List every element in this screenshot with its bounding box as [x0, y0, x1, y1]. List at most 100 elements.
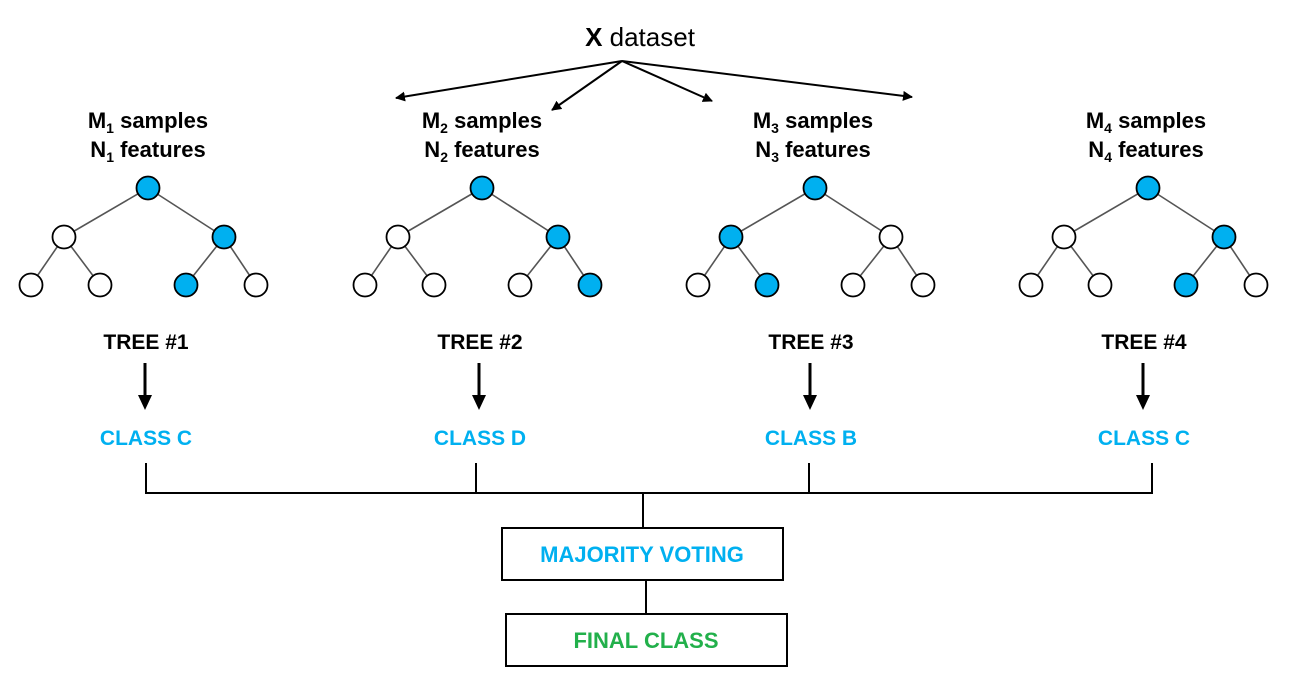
- tree-samples-label: M4 samples: [1086, 108, 1206, 136]
- tree-samples-label: M1 samples: [88, 108, 208, 136]
- features-word: features: [779, 137, 871, 162]
- tree-label: TREE #4: [1101, 331, 1187, 354]
- tree-class-prediction: CLASS B: [765, 427, 857, 450]
- tree-node-selected: [1211, 224, 1237, 250]
- dataset-arrow-1: [395, 60, 623, 102]
- tree-node: [840, 272, 866, 298]
- tree-edge: [730, 187, 816, 238]
- tree-node-selected: [1173, 272, 1199, 298]
- features-subscript: 2: [440, 149, 448, 165]
- tree-node-selected: [469, 175, 495, 201]
- samples-subscript: 1: [106, 120, 114, 136]
- tree-node: [685, 272, 711, 298]
- majority-voting-box: MAJORITY VOTING: [501, 527, 784, 581]
- features-word: features: [114, 137, 206, 162]
- samples-symbol: M: [422, 108, 440, 133]
- tree-node-selected: [1135, 175, 1161, 201]
- tree-features-label: N4 features: [1088, 137, 1203, 165]
- tree-node-selected: [718, 224, 744, 250]
- tree-features-label: N2 features: [424, 137, 539, 165]
- tree-node: [421, 272, 447, 298]
- down-arrow-icon: [138, 395, 152, 410]
- final-class-rect: [505, 613, 788, 667]
- dataset-arrows: [395, 60, 913, 111]
- samples-symbol: M: [1086, 108, 1104, 133]
- tree-node: [87, 272, 113, 298]
- features-symbol: N: [755, 137, 771, 162]
- tree-node: [507, 272, 533, 298]
- tree-node-selected: [135, 175, 161, 201]
- dataset-arrow-3: [621, 60, 713, 102]
- dataset-arrow-2: [551, 60, 623, 111]
- down-arrow-icon: [472, 395, 486, 410]
- tree-node: [1087, 272, 1113, 298]
- samples-word: samples: [779, 108, 873, 133]
- majority-voting-rect: [501, 527, 784, 581]
- samples-word: samples: [1112, 108, 1206, 133]
- tree-node-selected: [211, 224, 237, 250]
- tree-node: [910, 272, 936, 298]
- tree-node: [352, 272, 378, 298]
- tree-node-selected: [577, 272, 603, 298]
- tree-node: [385, 224, 411, 250]
- features-subscript: 1: [106, 149, 114, 165]
- final-class-label: FINAL CLASS: [573, 628, 718, 653]
- samples-symbol: M: [753, 108, 771, 133]
- tree-node: [18, 272, 44, 298]
- tree-edge: [814, 187, 892, 238]
- tree-features-label: N3 features: [755, 137, 870, 165]
- tree-node: [878, 224, 904, 250]
- tree-edge: [147, 187, 225, 238]
- tree-label: TREE #3: [768, 331, 853, 354]
- tree-node: [1243, 272, 1269, 298]
- features-subscript: 3: [771, 149, 779, 165]
- tree-node-selected: [173, 272, 199, 298]
- samples-subscript: 3: [771, 120, 779, 136]
- majority-voting-label: MAJORITY VOTING: [540, 542, 744, 567]
- vote-bracket: [145, 463, 1153, 528]
- tree-edge: [397, 187, 483, 238]
- tree-class-prediction: CLASS C: [1098, 427, 1190, 450]
- tree-edge: [481, 187, 559, 238]
- dataset-arrow-4: [621, 60, 913, 101]
- tree-class-prediction: CLASS C: [100, 427, 192, 450]
- tree-edge: [63, 187, 149, 238]
- features-symbol: N: [90, 137, 106, 162]
- tree-label: TREE #1: [103, 331, 189, 354]
- features-symbol: N: [1088, 137, 1104, 162]
- features-word: features: [1112, 137, 1204, 162]
- tree-samples-label: M2 samples: [422, 108, 542, 136]
- dataset-title-bold: X: [585, 22, 603, 52]
- tree-features-label: N1 features: [90, 137, 205, 165]
- tree-edge: [1063, 187, 1149, 238]
- dataset-title: X dataset: [585, 22, 696, 52]
- samples-subscript: 2: [440, 120, 448, 136]
- tree-node: [1051, 224, 1077, 250]
- dataset-title-rest: dataset: [602, 22, 695, 52]
- tree-node-selected: [545, 224, 571, 250]
- samples-word: samples: [448, 108, 542, 133]
- tree-node: [1018, 272, 1044, 298]
- down-arrow-icon: [1136, 395, 1150, 410]
- tree-node: [243, 272, 269, 298]
- final-class-box: FINAL CLASS: [505, 613, 788, 667]
- samples-subscript: 4: [1104, 120, 1112, 136]
- samples-symbol: M: [88, 108, 106, 133]
- tree-node: [51, 224, 77, 250]
- samples-word: samples: [114, 108, 208, 133]
- tree-node-selected: [754, 272, 780, 298]
- tree-label: TREE #2: [437, 331, 522, 354]
- tree-samples-label: M3 samples: [753, 108, 873, 136]
- features-word: features: [448, 137, 540, 162]
- features-symbol: N: [424, 137, 440, 162]
- tree-node-selected: [802, 175, 828, 201]
- down-arrow-icon: [803, 395, 817, 410]
- features-subscript: 4: [1104, 149, 1112, 165]
- tree-edge: [1147, 187, 1225, 238]
